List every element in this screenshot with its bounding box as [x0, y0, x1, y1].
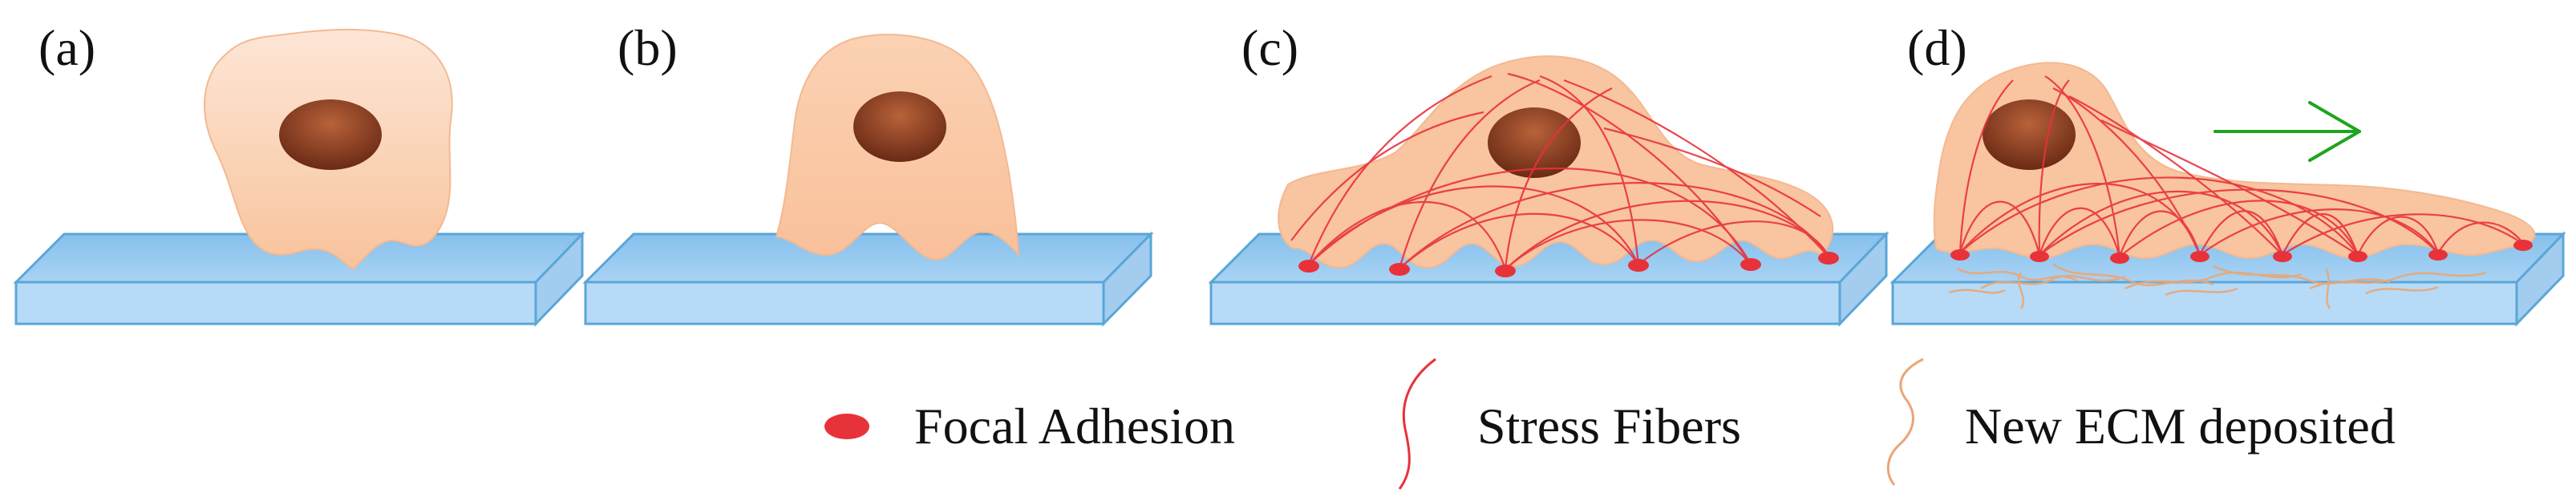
- nucleus-d: [1983, 99, 2076, 170]
- focal-adhesion-c-5: [1740, 258, 1761, 271]
- panel-b: [582, 34, 1154, 327]
- focal-adhesion-c-1: [1298, 260, 1319, 273]
- focal-adhesion-d-7: [2428, 249, 2448, 261]
- legend-new-ecm: New ECM deposited: [1965, 398, 2396, 455]
- panel-label-a: (a): [38, 19, 96, 76]
- legend-focal-adhesion: Focal Adhesion: [914, 398, 1235, 455]
- stress-fibers-c: [1290, 72, 1829, 270]
- focal-adhesion-d-1: [1950, 249, 1970, 261]
- focal-adhesions-c: [1298, 252, 1839, 277]
- ecm-fiber-icon: [1886, 358, 1924, 486]
- substrate-b: [582, 231, 1154, 327]
- panel-label-c: (c): [1241, 19, 1299, 76]
- nucleus-a: [279, 99, 382, 170]
- legend: Focal Adhesion Stress Fibers New ECM dep…: [0, 377, 2576, 497]
- panel-c: [1208, 55, 1889, 327]
- stress-fiber-icon: [1398, 358, 1436, 490]
- focal-adhesion-d-5: [2273, 251, 2292, 262]
- ecm-fibers-d: [1948, 263, 2487, 309]
- focal-adhesions-d: [1950, 240, 2533, 264]
- legend-stress-fibers: Stress Fibers: [1477, 398, 1741, 455]
- focal-adhesion-icon: [824, 414, 869, 439]
- focal-adhesion-d-4: [2190, 251, 2209, 262]
- focal-adhesion-c-6: [1818, 252, 1839, 265]
- nucleus-c: [1488, 107, 1581, 178]
- focal-adhesion-d-2: [2030, 251, 2049, 262]
- focal-adhesion-c-3: [1495, 265, 1516, 277]
- panel-label-b: (b): [618, 19, 678, 76]
- panel-label-d: (d): [1907, 19, 1967, 76]
- focal-adhesion-d-8: [2513, 240, 2533, 251]
- panel-d: [1889, 62, 2566, 327]
- stress-fibers-d: [1958, 75, 2525, 257]
- migration-arrow-icon: [2213, 101, 2361, 162]
- focal-adhesion-d-6: [2348, 251, 2367, 262]
- focal-adhesion-c-2: [1389, 263, 1410, 276]
- legend-symbols: [824, 358, 1924, 490]
- nucleus-b: [853, 91, 946, 162]
- panel-a: [13, 28, 585, 327]
- focal-adhesion-d-3: [2110, 253, 2129, 264]
- focal-adhesion-c-4: [1628, 259, 1649, 272]
- substrate-a: [13, 231, 585, 327]
